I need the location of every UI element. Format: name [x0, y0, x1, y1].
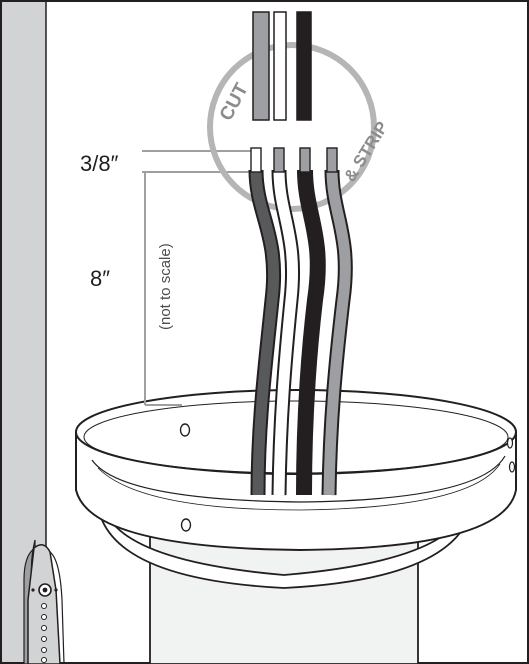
gray-ceiling-wire	[252, 11, 270, 121]
fixture-wire-2	[271, 169, 301, 496]
stripped-end-2	[273, 147, 285, 173]
scale-note-label: (not to scale)	[157, 243, 174, 330]
wire-stripper-icon	[23, 539, 65, 664]
canopy	[75, 389, 517, 552]
cut-strip-circle	[207, 42, 377, 212]
black-ceiling-wire	[296, 11, 312, 121]
dimension-lines	[142, 150, 258, 406]
fixture-wire-3	[296, 169, 326, 496]
strip-length-label: 3/8″	[80, 151, 119, 176]
stripped-end-1	[250, 147, 262, 173]
fixture-wires	[248, 147, 353, 496]
ceiling-wires	[252, 11, 312, 121]
stripped-end-3	[299, 147, 311, 173]
fixture-wire-4	[321, 169, 353, 496]
stripped-end-4	[326, 147, 338, 173]
wire-length-label: 8″	[90, 266, 110, 291]
fixture-wire-1	[248, 169, 282, 496]
white-ceiling-wire	[273, 11, 287, 121]
